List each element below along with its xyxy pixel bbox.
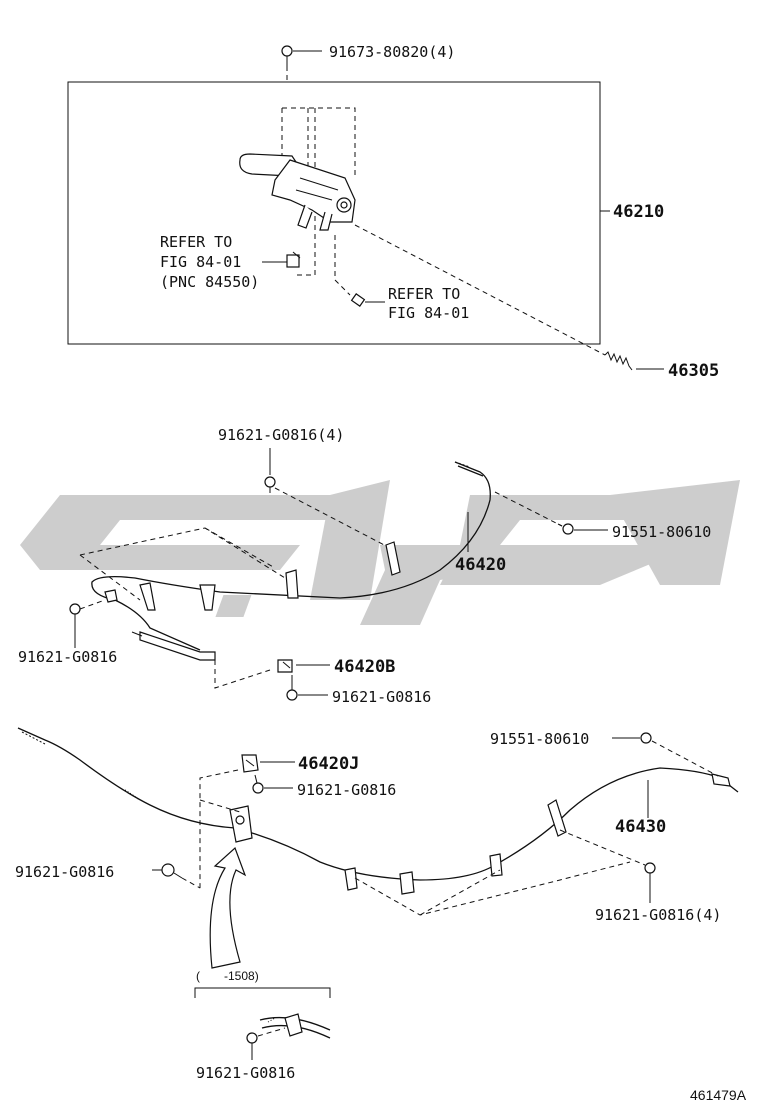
label-bolt-46420j: 91621-G0816 xyxy=(297,781,396,799)
label-figure-id: 461479A xyxy=(690,1087,747,1103)
bolt-icon xyxy=(252,774,264,794)
label-part-46210: 46210 xyxy=(613,202,664,222)
bolt-icon xyxy=(640,732,652,744)
label-refer1-line3: (PNC 84550) xyxy=(160,273,259,291)
watermark-logo xyxy=(20,480,740,625)
bolt-icon xyxy=(69,603,81,615)
label-bolt-91551-a: 91551-80610 xyxy=(612,523,711,541)
parking-brake-lever-icon xyxy=(239,153,356,231)
label-part-46420j: 46420J xyxy=(298,754,359,774)
label-bolt-mid-4: 91621-G0816(4) xyxy=(218,426,344,444)
bolt-icon xyxy=(286,675,298,701)
label-refer1-line1: REFER TO xyxy=(160,233,232,251)
cable-bracket-icon xyxy=(104,541,401,611)
bolt-icon xyxy=(161,863,183,879)
cable-bracket-icon xyxy=(229,773,731,895)
label-part-46420: 46420 xyxy=(455,555,506,575)
section-rear-cable: 91551-80610 46420J 91621-G0816 46430 916… xyxy=(15,727,747,1103)
label-bolt-top: 91673-80820(4) xyxy=(329,43,455,61)
clip-icon xyxy=(286,251,301,268)
label-range-note: ( -1508) xyxy=(196,969,259,983)
spring-icon xyxy=(604,351,633,371)
label-part-46420b: 46420B xyxy=(334,657,395,677)
label-part-46305: 46305 xyxy=(668,361,719,381)
assembly-frame xyxy=(67,81,601,345)
bolt-icon xyxy=(644,862,656,880)
label-bolt-bottom: 91621-G0816 xyxy=(196,1064,295,1082)
label-bolt-91551-b: 91551-80610 xyxy=(490,730,589,748)
label-bolt-low-right-4: 91621-G0816(4) xyxy=(595,906,721,924)
label-bolt-mid-left: 91621-G0816 xyxy=(18,648,117,666)
section-front-cable: 91621-G0816(4) 91551-80610 46420 91621-G… xyxy=(18,426,711,706)
label-refer1-line2: FIG 84-01 xyxy=(160,253,241,271)
arrow-icon xyxy=(209,846,247,969)
label-bolt-low-left: 91621-G0816 xyxy=(15,863,114,881)
bracket-46420j-icon xyxy=(241,754,259,773)
label-refer2-line2: FIG 84-01 xyxy=(388,304,469,322)
screw-icon xyxy=(350,293,366,307)
label-bolt-46420b: 91621-G0816 xyxy=(332,688,431,706)
detail-inset-icon xyxy=(246,1013,331,1044)
section-parking-brake-lever: 91673-80820(4) 46210 REFER TO FIG 84-01 … xyxy=(67,43,719,381)
bolt-icon xyxy=(264,476,276,493)
bolt-icon xyxy=(557,523,574,535)
label-part-46430: 46430 xyxy=(615,817,666,837)
bolt-icon xyxy=(281,45,293,66)
label-refer2-line1: REFER TO xyxy=(388,285,460,303)
bracket-46420b-icon xyxy=(277,659,293,673)
